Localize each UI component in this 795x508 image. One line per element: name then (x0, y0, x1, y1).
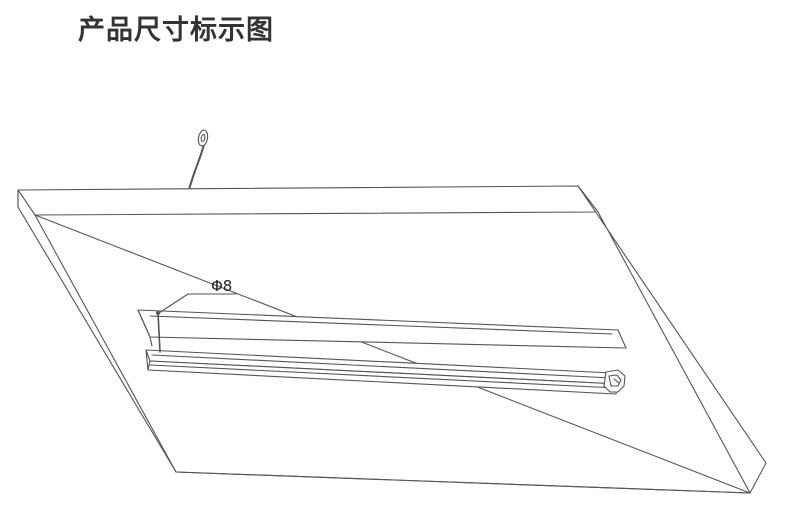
page-title: 产品尺寸标示图 (78, 15, 274, 46)
fixture-end-cap (603, 369, 626, 393)
internal-suspension-rod (157, 312, 161, 353)
ceiling-panel-top-face (17, 185, 599, 216)
diameter-label: Φ8 (211, 277, 232, 295)
diameter-leader-line (158, 293, 237, 314)
suspension-cable (188, 129, 209, 189)
linear-light-fixture (145, 349, 619, 395)
hanging-ring-icon (197, 129, 209, 147)
